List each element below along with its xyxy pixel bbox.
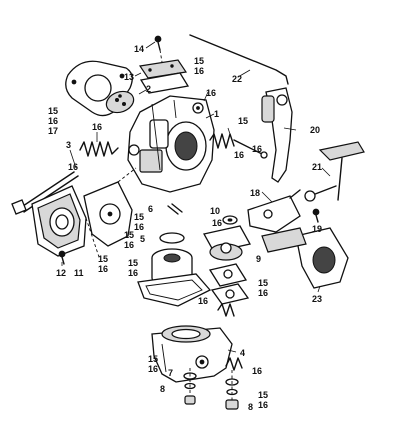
callout-16: 16 [68,162,78,172]
callout-16: 16 [124,240,134,250]
part-drain-screw-right [225,370,239,410]
callout-11: 11 [74,268,84,278]
callout-15: 15 [258,278,268,288]
callout-15: 15 [134,212,144,222]
callout-16: 16 [92,122,102,132]
callout-16: 16 [206,88,216,98]
callout-10: 10 [210,206,220,216]
part-spring-bowl [217,303,243,371]
part-link-rod-22 [189,34,289,85]
callout-13: 13 [124,72,134,82]
callout-14: 14 [134,44,144,54]
callout-22: 22 [232,74,242,84]
callout-16: 16 [234,150,244,160]
callout-6: 6 [148,204,153,214]
callout-16: 16 [212,218,222,228]
part-float-bowl-4 [151,325,237,383]
callout-15: 15 [48,106,58,116]
callout-labels: 14 13 15 16 22 2 16 15 16 17 16 1 15 16 … [48,44,322,412]
part-gaskets-right [208,263,250,305]
part-pump-assembly-11 [31,167,137,261]
part-linkage-18 [247,189,301,233]
callout-4: 4 [240,348,245,358]
callout-16: 16 [194,66,204,76]
callout-15: 15 [148,354,158,364]
callout-16: 16 [148,364,158,374]
part-screw-12 [58,250,66,266]
part-idle-screw-right [209,127,268,159]
part-screw-14 [145,35,162,51]
callout-8: 8 [160,384,165,394]
part-pin-6 [167,203,183,215]
part-bowl-gasket [137,273,212,307]
part-spring-left [79,132,119,157]
part-lever-arm-21 [304,141,365,202]
part-needle-3 [11,149,79,215]
callout-8: 8 [248,402,253,412]
part-cover-9 [203,225,251,261]
callout-15: 15 [124,230,134,240]
callout-15: 15 [258,390,268,400]
part-carburetor-body-1 [127,91,215,193]
callout-16: 16 [128,268,138,278]
callout-16: 16 [258,400,268,410]
callout-1: 1 [214,109,219,119]
callout-15: 15 [98,254,108,264]
part-drain-screw-left [183,368,197,405]
part-cover-plate-13 [134,49,190,94]
callout-9: 9 [256,254,261,264]
callout-12: 12 [56,268,66,278]
part-washer-10 [222,215,238,225]
part-diaphragm-2 [105,89,147,114]
callout-5: 5 [140,234,145,244]
callout-16: 16 [258,288,268,298]
callout-18: 18 [250,188,260,198]
callout-16: 16 [134,222,144,232]
callout-16: 16 [252,366,262,376]
callout-21: 21 [312,162,322,172]
callout-15: 15 [194,56,204,66]
callout-7: 7 [168,368,173,378]
callout-16: 16 [252,144,262,154]
callout-19: 19 [312,224,322,234]
part-screw-19 [312,208,320,223]
part-adaptor-23 [261,227,349,293]
callout-15: 15 [128,258,138,268]
callout-3: 3 [66,140,71,150]
callout-16: 16 [48,116,58,126]
callout-23: 23 [312,294,322,304]
callout-20: 20 [310,125,320,135]
callout-2: 2 [146,84,151,94]
part-throttle-lever-20 [261,87,297,183]
callout-16: 16 [198,296,208,306]
callout-16: 16 [98,264,108,274]
callout-17: 17 [48,126,58,136]
callout-15: 15 [238,116,248,126]
